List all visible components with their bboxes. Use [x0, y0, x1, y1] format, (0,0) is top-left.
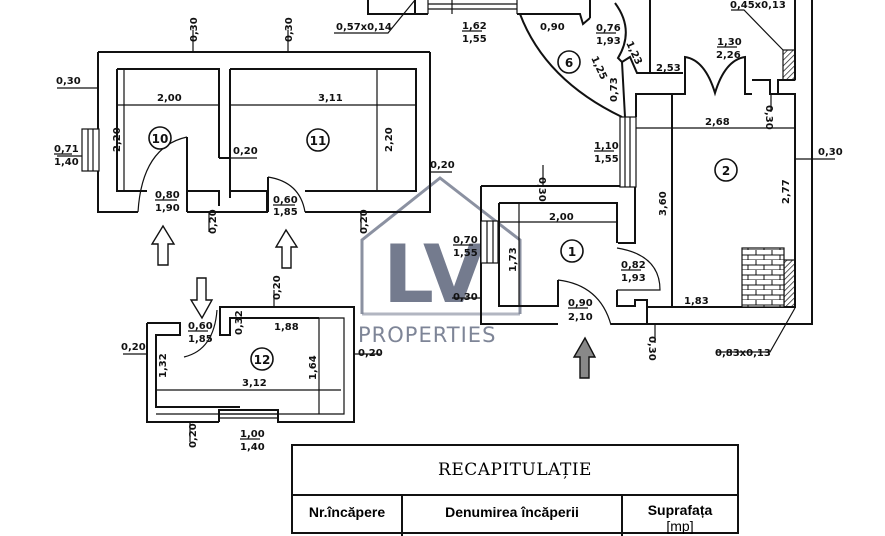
- room-11: 11: [187, 52, 431, 213]
- svg-text:0,80: 0,80: [155, 190, 180, 201]
- svg-text:1,62: 1,62: [462, 21, 487, 32]
- col-room-name: Denumirea încăperii: [403, 496, 623, 536]
- svg-text:1,32: 1,32: [158, 353, 169, 378]
- room-12-number: 12: [254, 353, 271, 367]
- dimension-labels: 0,30 0,30 0,30 2,00 2,20 0,71 1,40 0,80 …: [54, 0, 843, 453]
- room-11-number: 11: [310, 134, 327, 148]
- room-10: 10: [81, 51, 430, 213]
- watermark-logo: LV PROPERTIES: [358, 176, 522, 347]
- room-12: 12: [146, 306, 355, 423]
- svg-text:0,30: 0,30: [189, 17, 200, 42]
- svg-text:2,10: 2,10: [568, 312, 593, 323]
- svg-text:1,85: 1,85: [188, 334, 213, 345]
- svg-text:0,57x0,14: 0,57x0,14: [336, 22, 392, 33]
- svg-text:0,20: 0,20: [430, 160, 455, 171]
- svg-text:1,23: 1,23: [623, 40, 643, 67]
- svg-text:0,82: 0,82: [621, 260, 646, 271]
- room-10-number: 10: [152, 132, 169, 146]
- svg-text:0,30: 0,30: [453, 292, 478, 303]
- svg-text:0,70: 0,70: [453, 235, 478, 246]
- svg-text:1,30: 1,30: [717, 37, 742, 48]
- svg-text:1,73: 1,73: [508, 247, 519, 272]
- svg-text:1,83: 1,83: [684, 296, 709, 307]
- svg-text:1,40: 1,40: [240, 442, 265, 453]
- svg-text:0,30: 0,30: [284, 17, 295, 42]
- svg-text:2,00: 2,00: [549, 212, 574, 223]
- svg-text:1,55: 1,55: [453, 248, 478, 259]
- svg-text:0,76: 0,76: [596, 23, 621, 34]
- svg-text:0,20: 0,20: [121, 342, 146, 353]
- svg-text:0,45x0,13: 0,45x0,13: [730, 0, 786, 11]
- svg-text:1,10: 1,10: [594, 141, 619, 152]
- svg-text:1,25: 1,25: [588, 55, 608, 82]
- svg-text:1,90: 1,90: [155, 203, 180, 214]
- svg-text:2,68: 2,68: [705, 117, 730, 128]
- svg-text:3,12: 3,12: [242, 378, 267, 389]
- svg-text:0,30: 0,30: [818, 147, 843, 158]
- room-1: 1: [480, 116, 661, 326]
- recap-header-row: Nr.încăpere Denumirea încăperii Suprafaț…: [293, 496, 737, 536]
- svg-text:0,20: 0,20: [358, 348, 383, 359]
- svg-text:2,26: 2,26: [716, 50, 741, 61]
- svg-text:0,20: 0,20: [272, 275, 283, 300]
- arrow-down-icon: [189, 277, 214, 320]
- svg-text:0,30: 0,30: [56, 76, 81, 87]
- svg-text:2,20: 2,20: [384, 127, 395, 152]
- svg-text:0,83x0,13: 0,83x0,13: [715, 348, 771, 359]
- svg-text:0,71: 0,71: [54, 144, 79, 155]
- svg-text:2,00: 2,00: [157, 93, 182, 104]
- col-area-unit: [mp]: [666, 518, 694, 534]
- recap-table: RECAPITULAȚIE Nr.încăpere Denumirea încă…: [291, 444, 739, 536]
- watermark-initials: LV: [383, 228, 485, 321]
- svg-text:2,20: 2,20: [112, 127, 123, 152]
- arrow-up-icon: [274, 228, 299, 269]
- svg-text:0,60: 0,60: [273, 195, 298, 206]
- svg-text:0,90: 0,90: [540, 22, 565, 33]
- room-6-number: 6: [565, 56, 573, 70]
- svg-text:0,30: 0,30: [646, 336, 657, 361]
- svg-text:0,20: 0,20: [233, 146, 258, 157]
- room-1-number: 1: [568, 245, 576, 259]
- svg-text:1,55: 1,55: [594, 154, 619, 165]
- svg-text:1,40: 1,40: [54, 157, 79, 168]
- room-2: 2: [635, 0, 813, 353]
- svg-text:0,73: 0,73: [609, 77, 620, 102]
- svg-text:1,88: 1,88: [274, 322, 299, 333]
- svg-text:0,60: 0,60: [188, 321, 213, 332]
- watermark-brand: PROPERTIES: [358, 323, 496, 347]
- svg-text:0,20: 0,20: [208, 209, 219, 234]
- svg-text:2,53: 2,53: [656, 63, 681, 74]
- svg-text:0,90: 0,90: [568, 298, 593, 309]
- svg-text:2,77: 2,77: [781, 179, 792, 204]
- svg-text:3,60: 3,60: [658, 191, 669, 216]
- entrance-arrows: [150, 224, 597, 379]
- top-stair-area: [334, 0, 540, 34]
- svg-text:0,30: 0,30: [536, 177, 547, 202]
- recap-title: RECAPITULAȚIE: [293, 446, 737, 496]
- svg-text:1,64: 1,64: [308, 355, 319, 380]
- svg-text:0,20: 0,20: [188, 423, 199, 448]
- room-2-number: 2: [722, 164, 730, 178]
- room-6: 6: [519, 0, 683, 118]
- svg-text:3,11: 3,11: [318, 93, 343, 104]
- svg-text:1,55: 1,55: [462, 34, 487, 45]
- col-area: Suprafața [mp]: [623, 496, 737, 536]
- svg-text:1,85: 1,85: [273, 207, 298, 218]
- svg-text:0,20: 0,20: [359, 209, 370, 234]
- svg-text:0,30: 0,30: [763, 105, 774, 130]
- svg-text:1,00: 1,00: [240, 429, 265, 440]
- svg-text:1,93: 1,93: [596, 36, 621, 47]
- col-room-number: Nr.încăpere: [293, 496, 403, 536]
- svg-text:1,93: 1,93: [621, 273, 646, 284]
- arrow-up-icon: [572, 336, 597, 379]
- col-area-label: Suprafața: [647, 502, 713, 518]
- arrow-up-icon: [150, 224, 176, 266]
- svg-text:0,32: 0,32: [234, 310, 245, 335]
